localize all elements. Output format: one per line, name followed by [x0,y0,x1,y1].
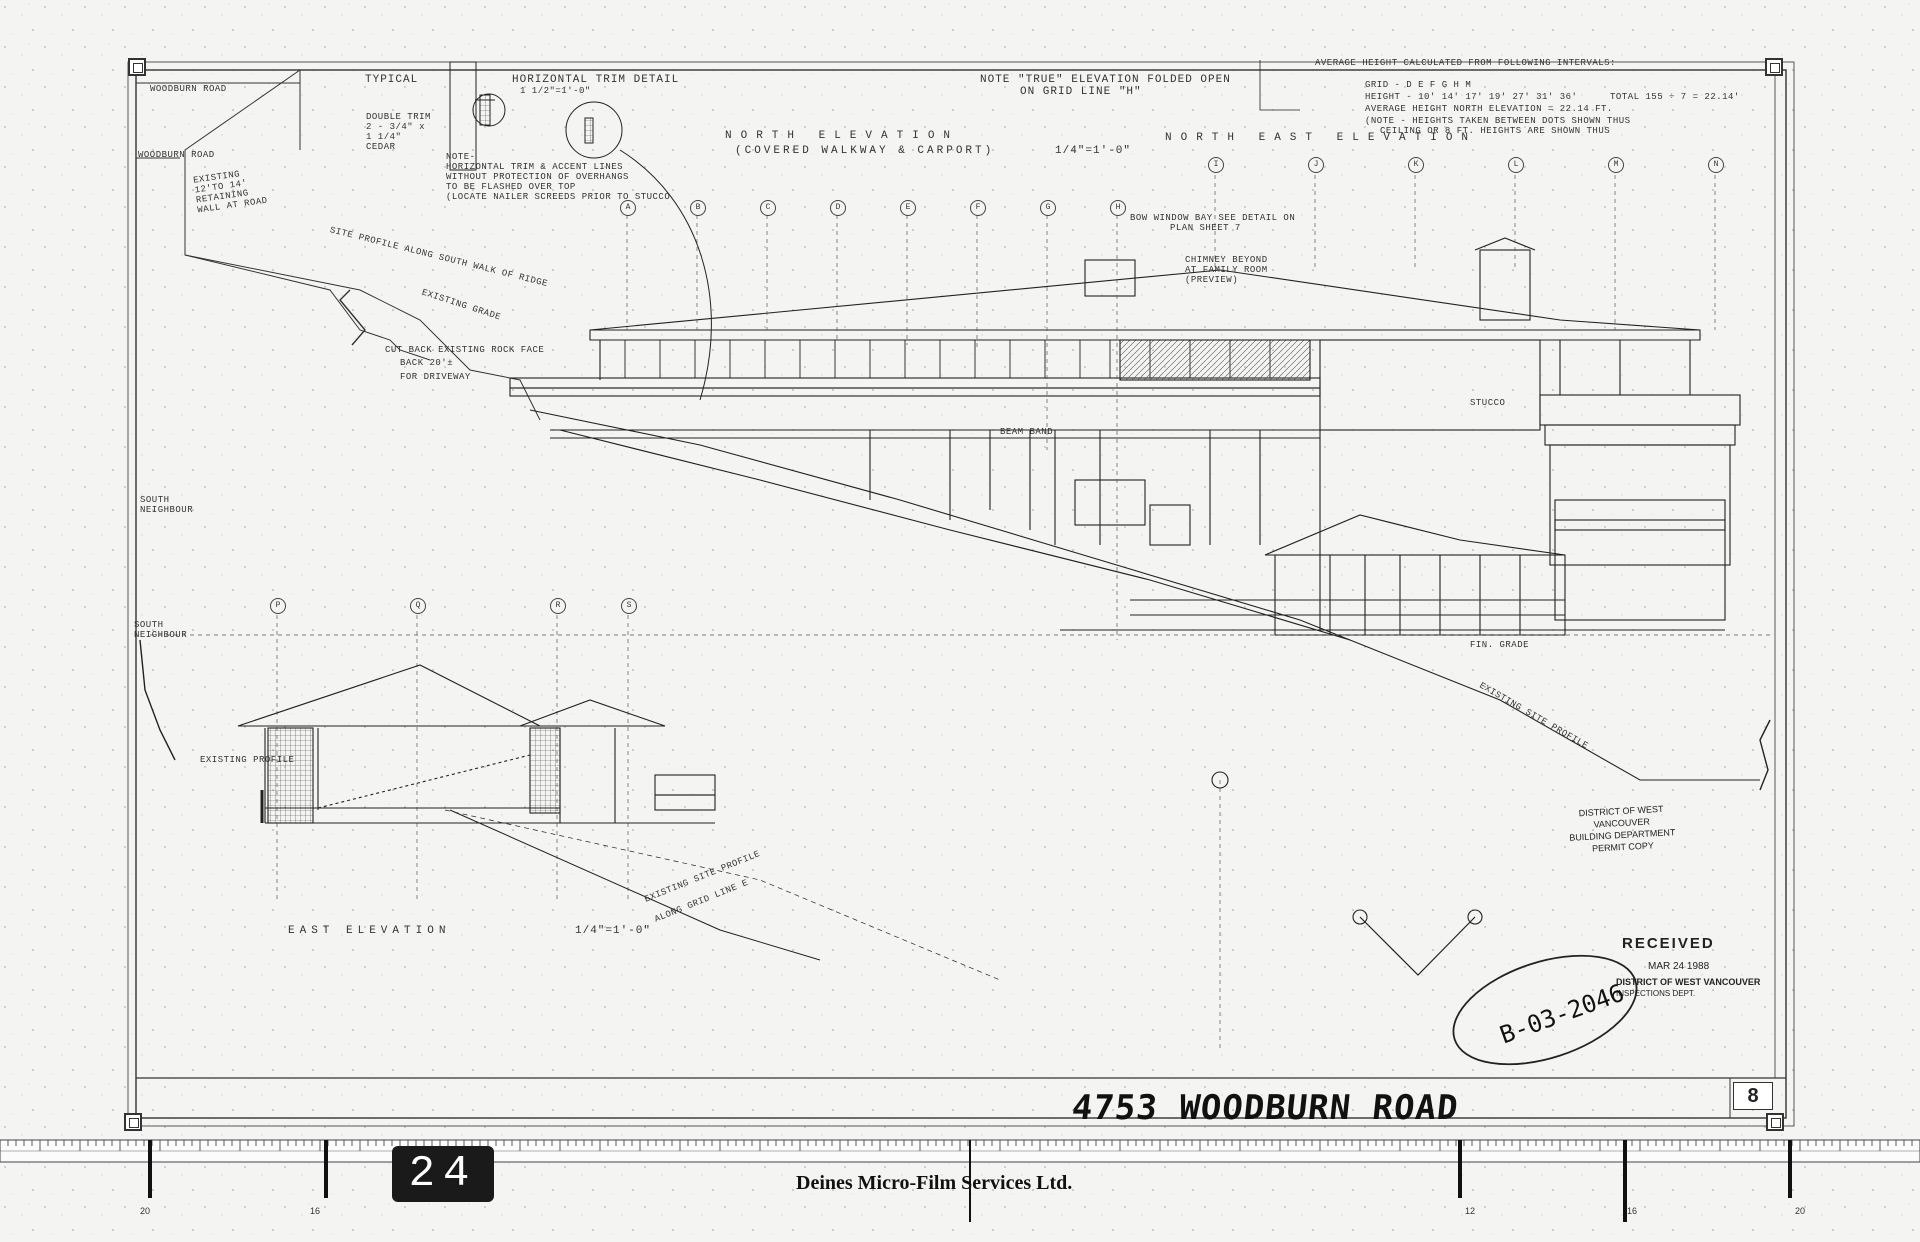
back-20-note: BACK 20'± [400,358,454,368]
project-address: 4753 WOODBURN ROAD [1069,1088,1461,1128]
registration-mark-top-left [128,58,146,76]
height-table-heading: AVERAGE HEIGHT CALCULATED FROM FOLLOWING… [1315,58,1616,68]
stucco-note: STUCCO [1470,398,1506,408]
height-grid-row: GRID - D E F G H M [1365,80,1472,90]
true-elevation-note: NOTE "TRUE" ELEVATION FOLDED OPEN [980,74,1231,86]
grid-bubble-c: C [760,200,776,216]
frame-counter: 24 [392,1146,494,1202]
registration-mark-bottom-left [124,1113,142,1131]
grid-bubble-r: R [550,598,566,614]
note-line-2: WITHOUT PROTECTION OF OVERHANGS [446,172,629,182]
trim-scale: 1 1/2"=1'-0" [520,86,591,96]
microfilm-company: Deines Micro-Film Services Ltd. [796,1172,1073,1194]
north-elevation-title: NORTH ELEVATION [725,130,960,142]
trim-details [449,60,1300,401]
grid-bubble-h: H [1110,200,1126,216]
grid-bubble-q: Q [410,598,426,614]
grid-bubble-m: M [1608,157,1624,173]
grid-bubble-l: L [1508,157,1524,173]
east-elevation-scale: 1/4"=1'-0" [575,925,652,937]
grid-bubble-j: J [1308,157,1324,173]
ruler-number: 16 [1627,1206,1638,1216]
east-existing-profile-label: EXISTING PROFILE [200,755,295,765]
grid-bubble-f: F [970,200,986,216]
north-elevation-subtitle: (COVERED WALKWAY & CARPORT) [735,145,995,157]
north-elevation-scale: 1/4"=1'-0" [1055,145,1132,157]
grid-bubble-g: G [1040,200,1056,216]
grid-bubble-i: I [1208,157,1224,173]
double-trim-note: DOUBLE TRIM 2 - 3/4" x 1 1/4" CEDAR [366,112,431,152]
bow-window-note: BOW WINDOW BAY SEE DETAIL ON [1130,213,1296,223]
note-line-3: TO BE FLASHED OVER TOP [446,182,576,192]
woodburn-road-label: WOODBURN ROAD [150,84,227,94]
south-neighbour-note-2: SOUTH NEIGHBOUR [134,620,188,640]
registration-mark-bottom-right [1766,1113,1784,1131]
height-note-1: (NOTE - HEIGHTS TAKEN BETWEEN DOTS SHOWN… [1365,116,1631,126]
north-east-elevation-title: NORTH EAST ELEVATION [1165,132,1478,144]
received-dept-2: INSPECTIONS DEPT. [1616,989,1696,998]
sheet-border [127,61,1795,1127]
sheet-number: 8 [1733,1082,1773,1110]
grid-line-h-note: ON GRID LINE "H" [1020,86,1142,98]
note-line-1: HORIZONTAL TRIM & ACCENT LINES [446,162,624,172]
plan-sheet-note: PLAN SHEET 7 [1170,223,1241,233]
ruler-number: 16 [310,1206,321,1216]
grid-bubble-a: A [620,200,636,216]
horizontal-trim-detail-title: HORIZONTAL TRIM DETAIL [512,74,680,86]
height-note-2: CEILING OR 8 FT. HEIGHTS ARE SHOWN THUS [1380,126,1611,136]
grid-bubble-k: K [1408,157,1424,173]
received-stamp: RECEIVED [1622,935,1715,952]
grid-bubble-p: P [270,598,286,614]
grid-bubble-d: D [830,200,846,216]
east-elevation-building [139,639,1771,981]
note-title: NOTE- [446,152,476,162]
woodburn-road-label-2: WOODBURN ROAD [138,150,215,160]
cut-back-note: CUT BACK EXISTING ROCK FACE [385,345,545,355]
north-elevation-building [509,237,1760,781]
received-date: MAR 24 1988 [1648,961,1710,972]
south-neighbour-note: SOUTH NEIGHBOUR [140,495,194,515]
note-line-4: (LOCATE NAILER SCREEDS PRIOR TO STUCCO [446,192,671,202]
ruler-number: 20 [140,1206,151,1216]
grid-bubble-e: E [900,200,916,216]
height-values-row: HEIGHT - 10' 14' 17' 19' 27' 31' 36' [1365,92,1578,102]
beam-band-note: BEAM BAND [1000,427,1054,437]
received-dept-1: DISTRICT OF WEST VANCOUVER [1616,977,1761,987]
ruler-number: 12 [1465,1206,1476,1216]
height-total: TOTAL 155 ÷ 7 = 22.14' [1610,92,1740,102]
permit-number-oval [1452,954,1638,1066]
finish-grade-note: FIN. GRADE [1470,640,1530,650]
grid-bubble-b: B [690,200,706,216]
registration-mark-top-right [1765,58,1783,76]
grid-bubble-n: N [1708,157,1724,173]
chimney-note: CHIMNEY BEYOND AT FAMILY ROOM (PREVIEW) [1185,255,1268,285]
ruler-number: 20 [1795,1206,1806,1216]
grid-lines [150,175,1770,1050]
driveway-note: FOR DRIVEWAY [400,372,471,382]
permit-stamp: DISTRICT OF WEST VANCOUVER BUILDING DEPA… [1551,801,1693,856]
height-average: AVERAGE HEIGHT NORTH ELEVATION = 22.14 F… [1365,104,1613,114]
east-elevation-title: EAST ELEVATION [288,925,451,937]
grid-bubble-s: S [621,598,637,614]
typical-label: TYPICAL [365,74,419,86]
